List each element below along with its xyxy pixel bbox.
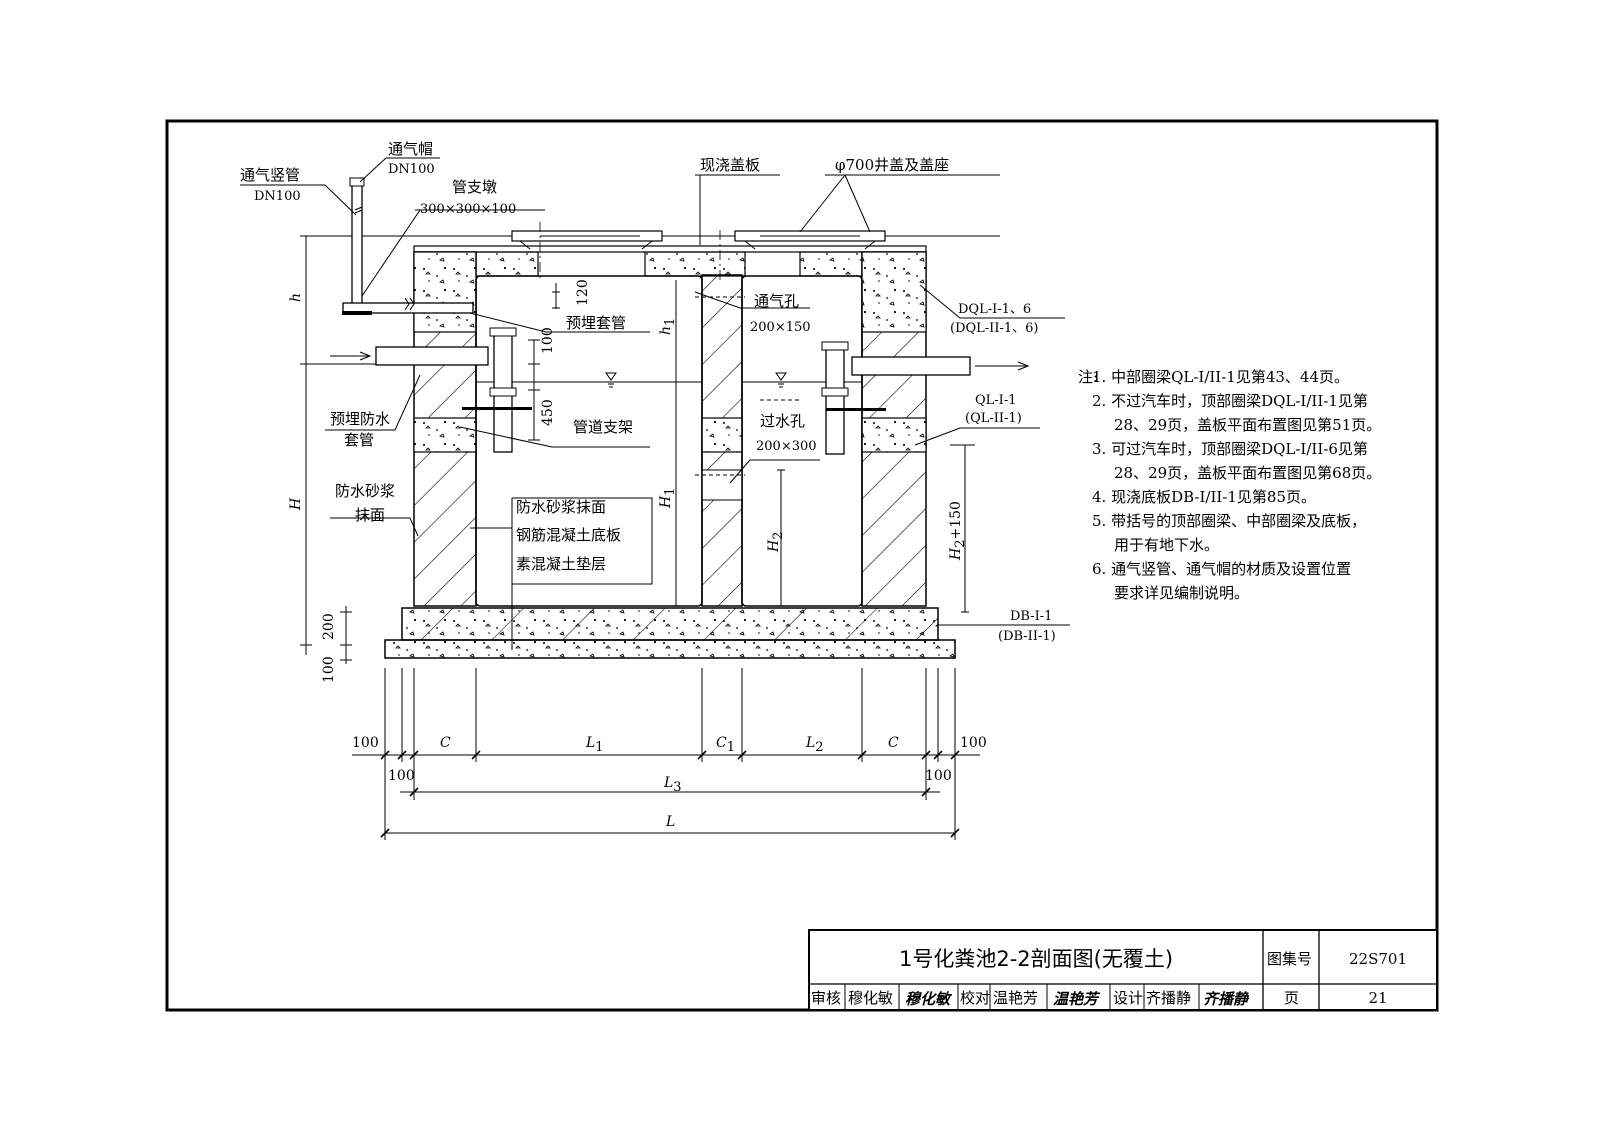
dim-C-left: C	[440, 735, 451, 751]
atlas-number: 22S701	[1349, 950, 1407, 968]
dim-h: h	[288, 293, 304, 302]
inner-dimensions	[528, 280, 975, 613]
septic-tank-section	[300, 177, 1030, 659]
label-ql-1: QL-I-1	[975, 393, 1016, 408]
dim-100-left-inner: 100	[388, 768, 415, 784]
dim-120: 120	[575, 279, 591, 306]
dim-100-left-outer: 100	[352, 735, 379, 751]
dim-200: 200	[321, 613, 337, 640]
label-dql-1: DQL-I-1、6	[958, 302, 1031, 317]
dim-L2: L2	[805, 735, 824, 755]
label-vent-hole: 通气孔	[754, 292, 799, 310]
label-layer-mortar: 防水砂浆抹面	[516, 498, 606, 516]
note-line-5: 28、29页，盖板平面布置图见第68页。	[1114, 464, 1381, 482]
label-db-1: DB-I-1	[1010, 609, 1052, 624]
manhole-cover-right	[734, 230, 886, 250]
label-pipe-pier-size: 300×300×100	[420, 202, 516, 217]
checker-name: 温艳芳	[993, 989, 1038, 1007]
designer-signature: 齐播静	[1203, 990, 1250, 1008]
label-vent-riser-size: DN100	[254, 189, 301, 204]
cast-cover-slab	[413, 245, 927, 253]
water-level-left	[476, 372, 702, 388]
check-label: 校对	[960, 989, 990, 1007]
dim-100-right-inner: 100	[925, 768, 952, 784]
dim-C1: C1	[716, 735, 735, 755]
dim-L3: L3	[663, 775, 682, 795]
label-vent-hole-size: 200×150	[750, 320, 811, 335]
note-line-2: 2. 不过汽车时，顶部圈梁DQL-I/II-1见第	[1092, 392, 1368, 410]
title-block: 1号化粪池2-2剖面图(无覆土) 图集号 22S701 审核 穆化敏 穆化敏 校…	[808, 929, 1438, 1011]
annotation-labels: 通气帽 DN100 通气竖管 DN100 管支墩 300×300×100 现浇盖…	[240, 140, 1056, 644]
design-label: 设计	[1113, 989, 1143, 1007]
reviewer-signature: 穆化敏	[905, 990, 953, 1008]
notes: 注: 1. 中部圈梁QL-I/II-1见第43、44页。 2. 不过汽车时，顶部…	[1078, 368, 1381, 602]
page-number: 21	[1368, 989, 1387, 1007]
dim-100-right-outer: 100	[960, 735, 987, 751]
note-line-1: 1. 中部圈梁QL-I/II-1见第43、44页。	[1092, 368, 1349, 386]
label-wp-mortar-1: 防水砂浆	[335, 482, 395, 500]
inlet-pipe	[330, 327, 532, 453]
bottom-dimensions	[352, 668, 980, 840]
label-embedded-sleeve: 预埋套管	[566, 314, 626, 332]
label-db-2: (DB-II-1)	[998, 629, 1056, 644]
dim-L: L	[665, 814, 675, 830]
dim-H: H	[288, 497, 304, 511]
label-pipe-pier: 管支墩	[452, 178, 497, 196]
note-line-6: 4. 现浇底板DB-I/II-1见第85页。	[1092, 488, 1316, 506]
vent-riser	[342, 177, 474, 315]
dim-100: 100	[540, 327, 556, 354]
note-line-4: 3. 可过汽车时，顶部圈梁DQL-I/II-6见第	[1092, 440, 1368, 458]
label-vent-cap: 通气帽	[388, 140, 433, 158]
label-vent-riser: 通气竖管	[240, 166, 300, 184]
label-pipe-support: 管道支架	[573, 418, 633, 436]
outlet-pipe	[821, 341, 1030, 455]
dim-H1: H1	[658, 488, 678, 510]
sheet-border	[165, 119, 1439, 1012]
label-layer-rc-slab: 钢筋混凝土底板	[516, 526, 621, 544]
note-line-9: 6. 通气竖管、通气帽的材质及设置位置	[1092, 560, 1351, 578]
dim-C-right: C	[888, 735, 899, 751]
label-dql-2: (DQL-II-1、6)	[950, 321, 1038, 336]
reviewer-name: 穆化敏	[848, 989, 893, 1007]
designer-name: 齐播静	[1146, 989, 1191, 1007]
dim-H2: H2	[766, 532, 786, 554]
label-vent-cap-size: DN100	[388, 162, 435, 177]
dim-H2-plus-150: H2+150	[948, 501, 968, 561]
dimension-labels: 120 100 450 200 100 h H h1 H1 H2 H2+150 …	[288, 279, 987, 830]
label-overflow-hole-size: 200×300	[756, 439, 817, 454]
note-line-8: 用于有地下水。	[1114, 536, 1219, 554]
label-layer-cushion: 素混凝土垫层	[516, 555, 606, 573]
dim-450: 450	[540, 399, 556, 426]
label-wp-sleeve-2: 套管	[344, 431, 374, 449]
label-cast-cover: 现浇盖板	[700, 156, 760, 174]
manhole-cover-left	[511, 230, 663, 250]
note-line-10: 要求详见编制说明。	[1114, 584, 1249, 602]
dim-h1: h1	[658, 318, 678, 335]
notes-prefix: 注:	[1078, 368, 1098, 386]
note-line-7: 5. 带括号的顶部圈梁、中部圈梁及底板，	[1092, 512, 1366, 530]
label-manhole: φ700井盖及盖座	[835, 156, 949, 174]
dim-L1: L1	[585, 735, 604, 755]
label-wp-sleeve-1: 预埋防水	[330, 410, 390, 428]
page-label: 页	[1284, 989, 1299, 1007]
label-overflow-hole: 过水孔	[760, 412, 805, 430]
label-wp-mortar-2: 抹面	[355, 506, 385, 524]
note-line-3: 28、29页，盖板平面布置图见第51页。	[1114, 416, 1381, 434]
drawing-title: 1号化粪池2-2剖面图(无覆土)	[899, 947, 1173, 971]
left-dimensions	[300, 235, 376, 664]
review-label: 审核	[811, 989, 841, 1007]
leader-lines	[240, 157, 1070, 650]
dim-100-base: 100	[321, 656, 337, 683]
cushion-layer	[384, 639, 956, 659]
atlas-label: 图集号	[1267, 950, 1312, 968]
checker-signature: 温艳芳	[1053, 990, 1101, 1008]
label-ql-2: (QL-II-1)	[965, 411, 1022, 426]
